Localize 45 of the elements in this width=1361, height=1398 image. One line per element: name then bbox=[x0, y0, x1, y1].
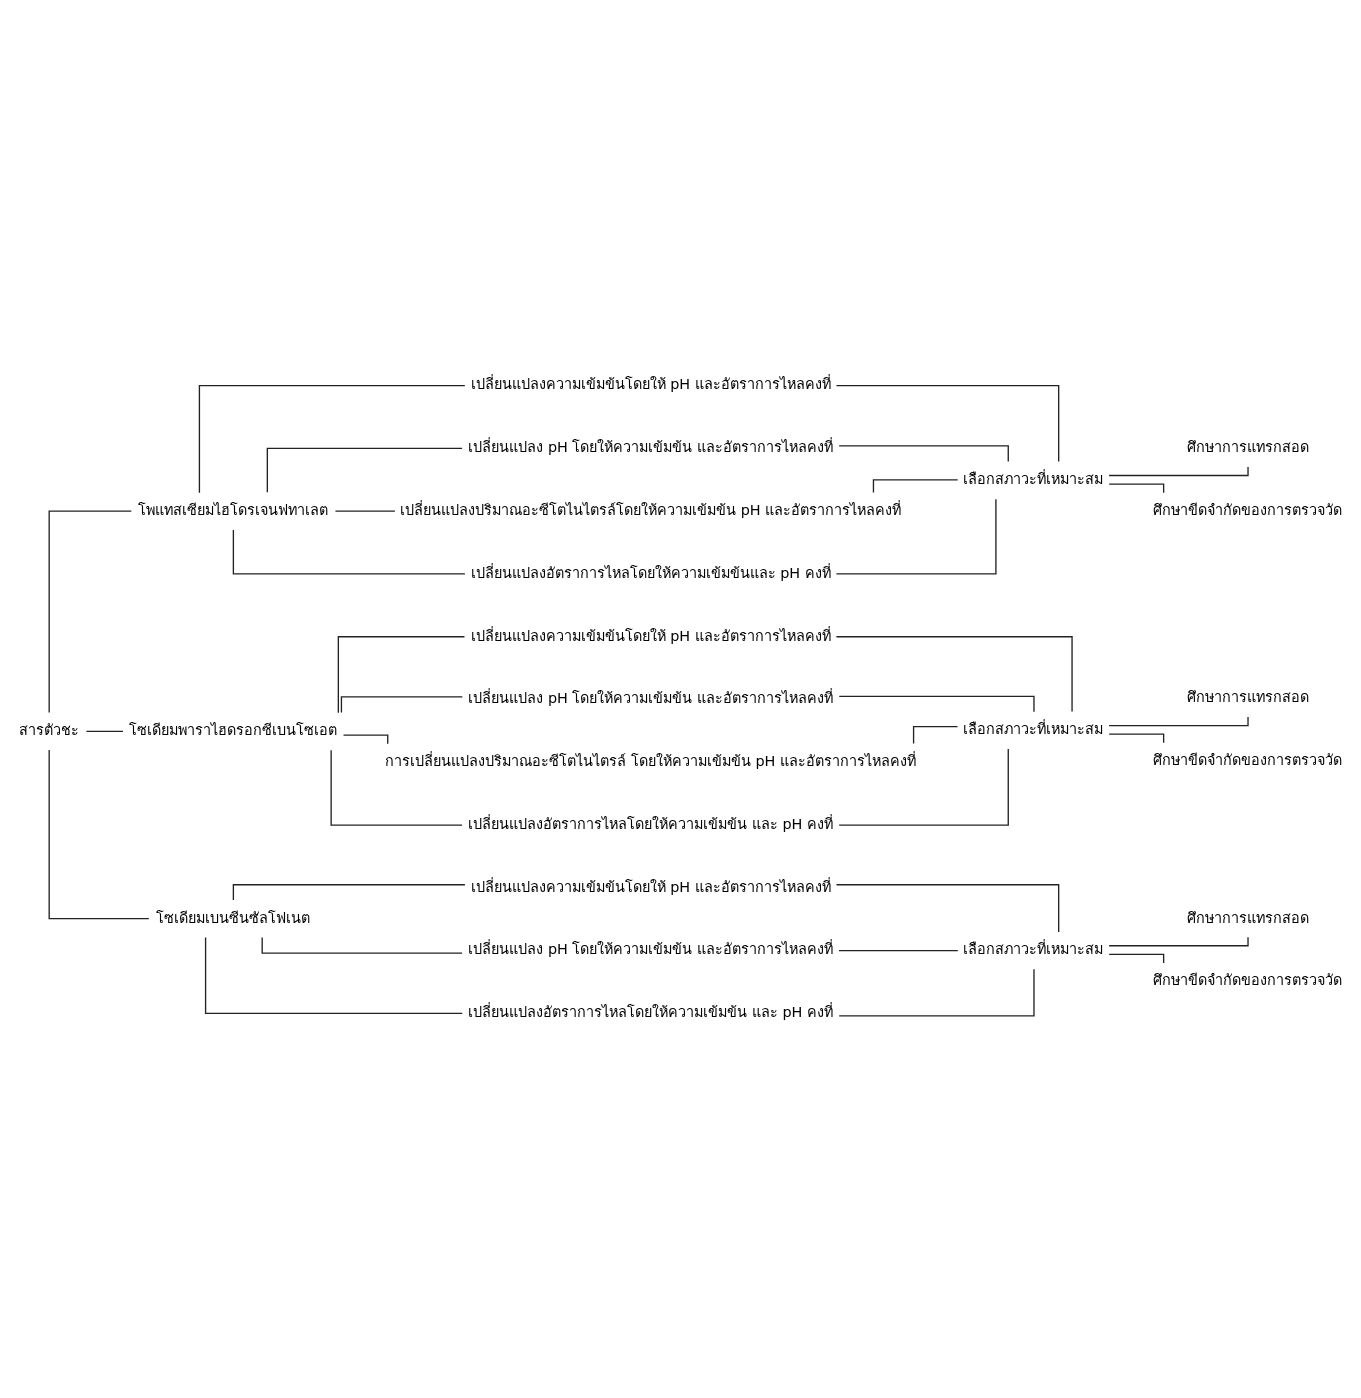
node-text: ศึกษาการแทรกสอด bbox=[1186, 688, 1309, 705]
node-text: โซเดียมเบนซีนซัลโฟเนต bbox=[156, 909, 311, 925]
node-text: เปลี่ยนแปลงอัตราการไหลโดยให้ความเข้มข้น และ pH คงที่ bbox=[468, 815, 833, 832]
node-text: ศึกษาขีดจำกัดของการตรวจวัด bbox=[1153, 971, 1343, 988]
node-text: ศึกษาการแทรกสอด bbox=[1186, 909, 1309, 925]
node-text: เปลี่ยนแปลง pH โดยให้ความเข้มข้น และอัตราการไหลคงที่ bbox=[468, 940, 833, 957]
node-text: สารตัวชะ bbox=[19, 721, 80, 738]
connector bbox=[198, 384, 466, 493]
connector bbox=[1108, 482, 1165, 493]
connector bbox=[204, 936, 463, 1014]
connector bbox=[838, 949, 959, 951]
node-text: เปลี่ยนแปลงความเข้มข้นโดยให้ pH และอัตราการไหลคงที่ bbox=[470, 627, 831, 644]
node-text: เปลี่ยนแปลงอัตราการไหลโดยให้ความเข้มข้นและ pH คงที่ bbox=[470, 564, 831, 581]
node-text: เปลี่ยนแปลง pH โดยให้ความเข้มข้น และอัตราการไหลคงที่ bbox=[468, 438, 833, 455]
connector bbox=[835, 384, 1060, 462]
node-text: เปลี่ยนแปลงความเข้มข้นโดยให้ pH และอัตราการไหลคงที่ bbox=[470, 375, 831, 392]
connector bbox=[266, 447, 463, 493]
connector bbox=[232, 528, 466, 575]
connector bbox=[48, 510, 132, 713]
connector bbox=[334, 510, 396, 512]
node-text: โซเดียมพาราไฮดรอกซีเบนโซเอต bbox=[129, 721, 338, 738]
connector bbox=[838, 967, 1035, 1017]
node-text: โพแทสเซียมไฮโดรเจนฟทาเลต bbox=[138, 501, 329, 518]
node-text: เปลี่ยนแปลงปริมาณอะซีโตไนไตรล์โดยให้ความเข้มข้น pH และอัตราการไหลคงที่ bbox=[400, 501, 902, 518]
node-text: เปลี่ยนแปลง pH โดยให้ความเข้มข้น และอัตราการไหลคงที่ bbox=[468, 689, 833, 706]
node-text: เลือกสภาวะที่เหมาะสม bbox=[963, 720, 1104, 737]
node-text: เปลี่ยนแปลงความเข้มข้นโดยให้ pH และอัตราการไหลคงที่ bbox=[470, 878, 831, 895]
node-text: ศึกษาการแทรกสอด bbox=[1186, 438, 1309, 455]
node-text: เลือกสภาวะที่เหมาะสม bbox=[963, 940, 1104, 957]
connector bbox=[85, 730, 124, 732]
node-text: ศึกษาขีดจำกัดของการตรวจวัด bbox=[1153, 751, 1343, 768]
node-text: เลือกสภาวะที่เหมาะสม bbox=[963, 470, 1104, 487]
connector bbox=[1108, 953, 1165, 964]
node-text: ศึกษาขีดจำกัดของการตรวจวัด bbox=[1153, 501, 1343, 518]
connector bbox=[835, 883, 1060, 933]
connector bbox=[835, 635, 1073, 712]
connector bbox=[340, 695, 463, 713]
connector bbox=[1108, 733, 1165, 743]
node-text: การเปลี่ยนแปลงปริมาณอะซีโตไนไตรล์ โดยให้ความเข้มข้น pH และอัตราการไหลคงที่ bbox=[385, 752, 916, 769]
connector bbox=[337, 635, 466, 713]
connector bbox=[838, 747, 1009, 826]
connector bbox=[835, 498, 997, 575]
node-text: เปลี่ยนแปลงอัตราการไหลโดยให้ความเข้มข้น และ pH คงที่ bbox=[468, 1003, 833, 1020]
connector bbox=[48, 748, 150, 919]
connector bbox=[330, 749, 463, 826]
